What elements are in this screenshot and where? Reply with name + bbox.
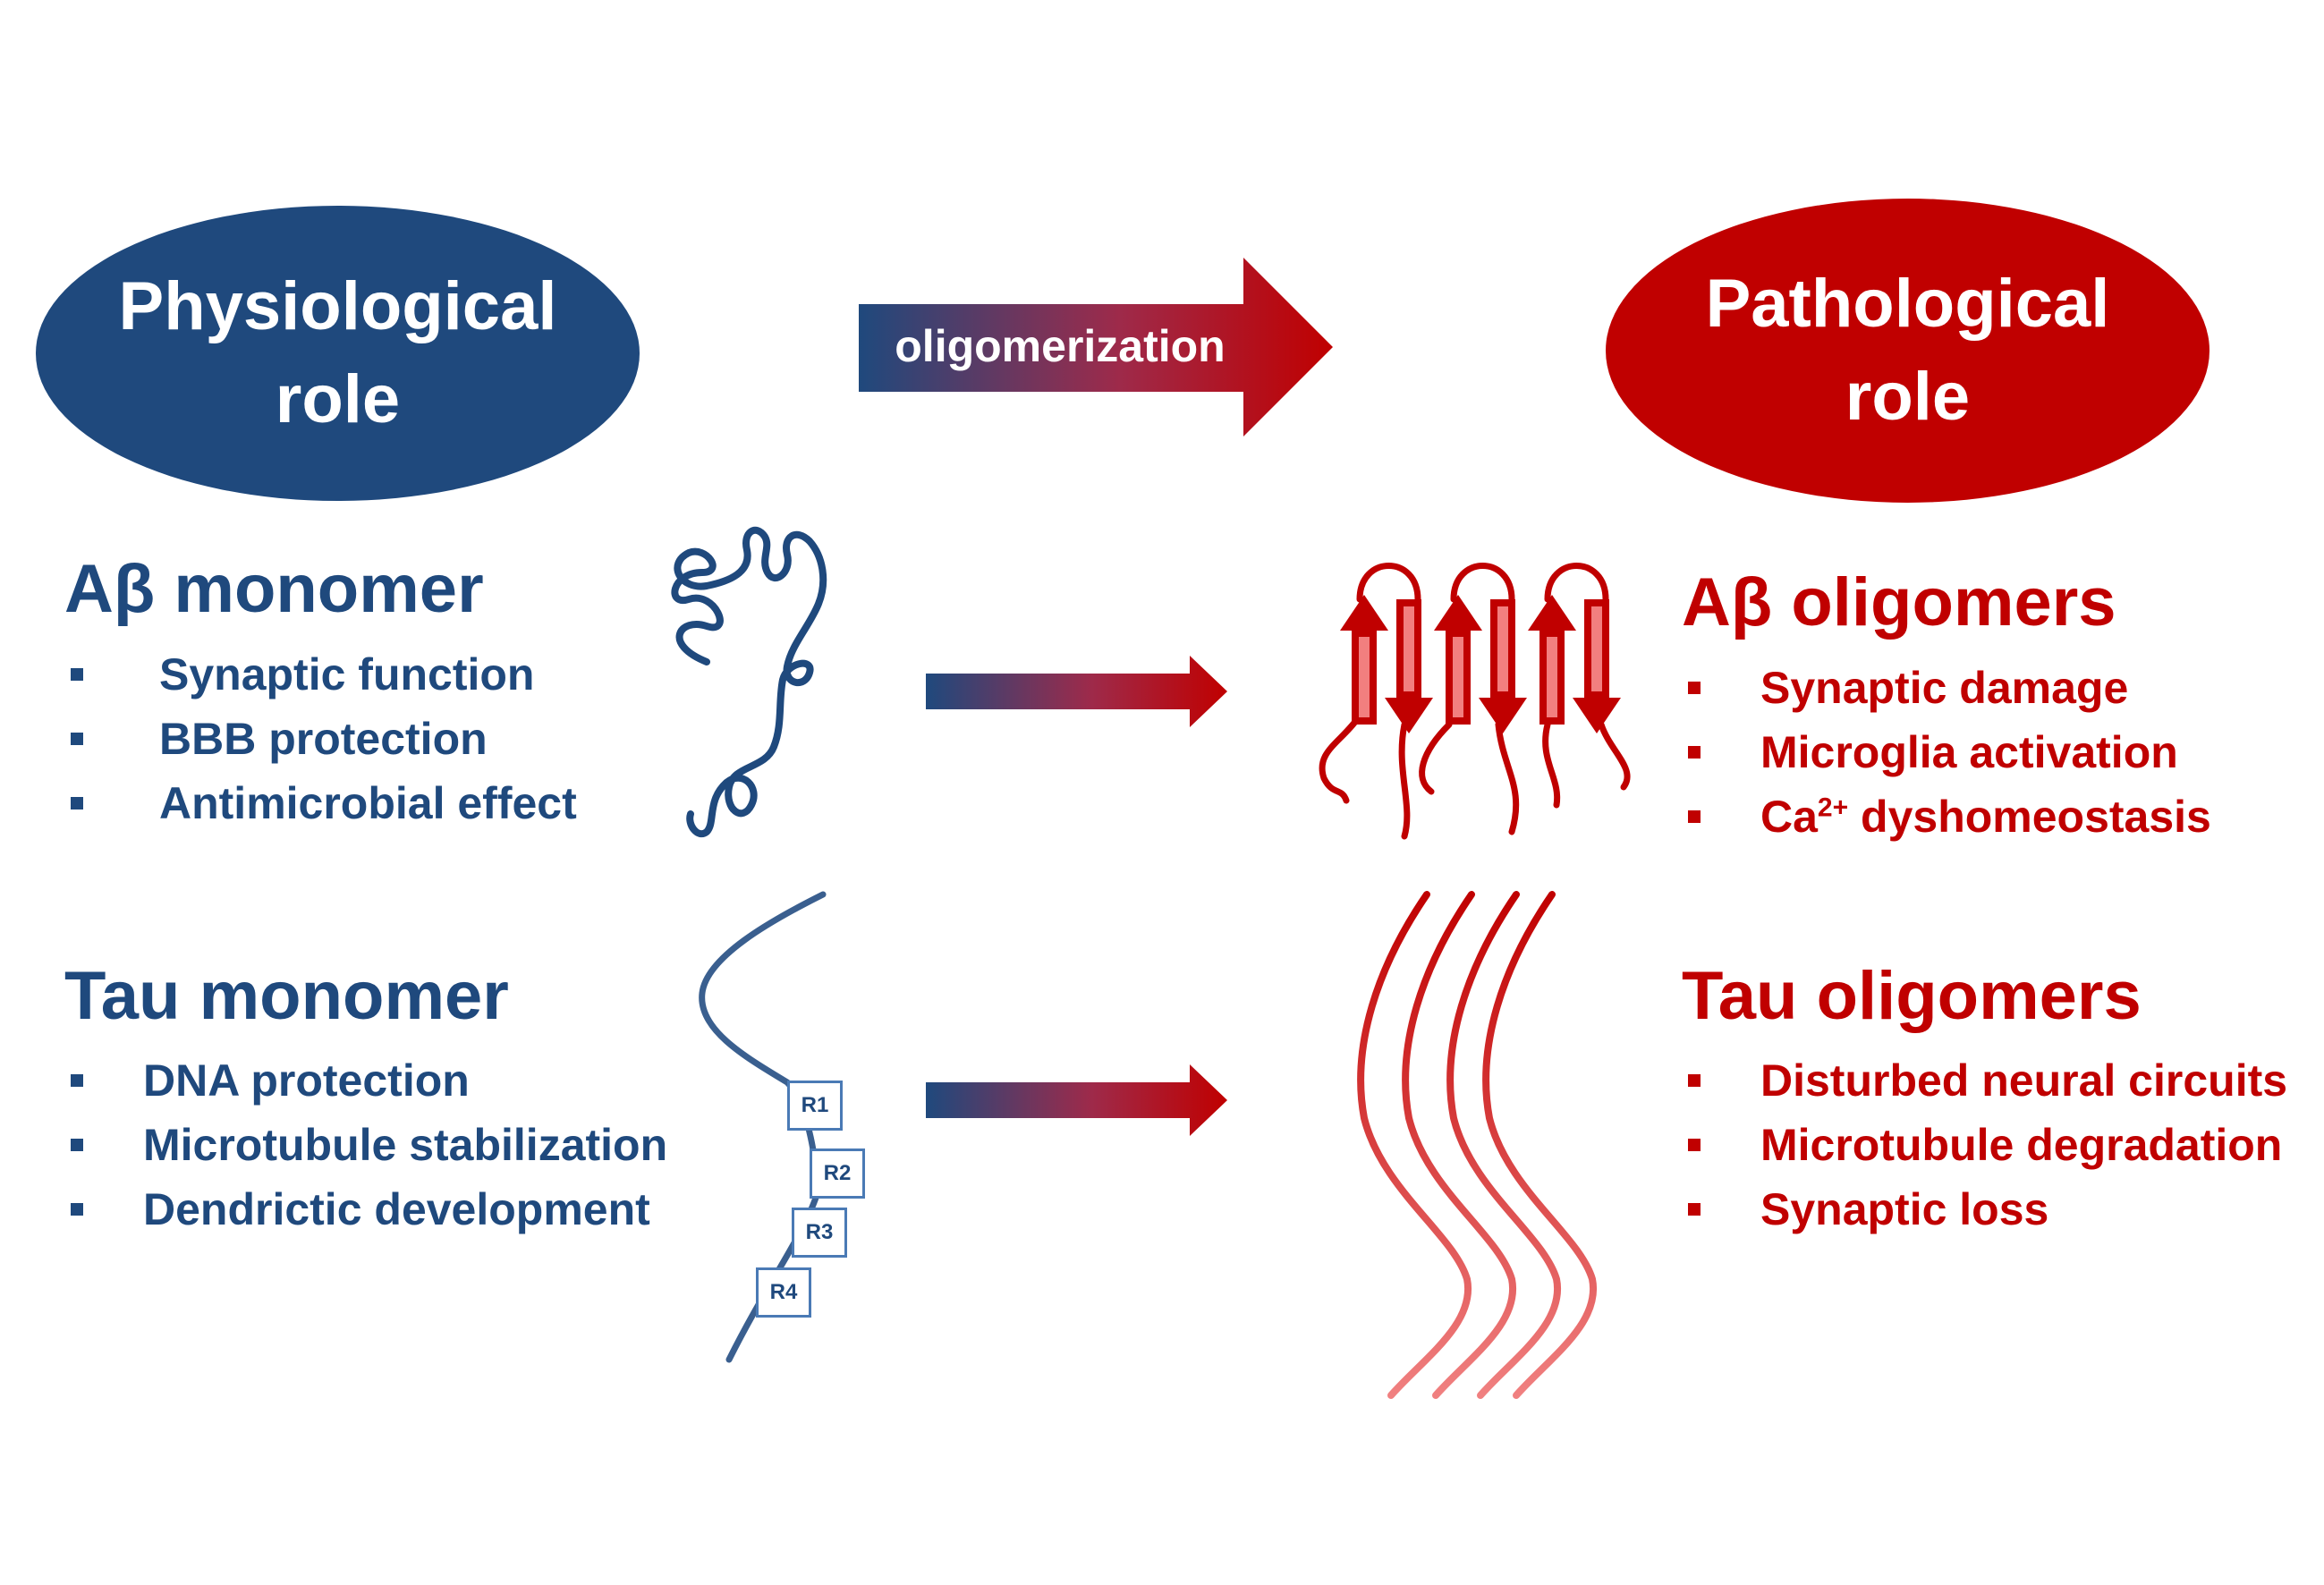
pathological-title-line2: role [1845,359,1971,435]
tau-repeat-label: R1 [801,1093,829,1117]
tau-monomer-heading: Tau monomer [64,958,509,1034]
list-item-label: Synaptic loss [1760,1184,2049,1234]
abeta-oligomers-heading: Aβ oligomers [1682,564,2116,640]
list-item-label: DNA protection [143,1055,470,1106]
random-coil-icon [671,526,827,837]
calcium-charge: 2+ [1817,792,1849,823]
bullet-icon [71,1203,83,1216]
tau-repeat-box: R4 [756,1267,811,1318]
abeta-monomer-list: Synaptic function BBB protection Antimic… [67,642,577,835]
bullet-icon [1688,1139,1701,1151]
list-item: Synaptic function [67,642,577,707]
list-item-label: Synaptic damage [1760,663,2129,713]
list-item-label: Microglia activation [1760,727,2178,777]
tau-repeat-label: R4 [769,1280,798,1304]
tau-repeat-box: R1 [787,1081,843,1131]
list-item: Microglia activation [1686,720,2211,784]
list-item: Ca2+ dyshomeostasis [1686,784,2211,849]
list-item: Synaptic damage [1686,656,2211,720]
oligomerization-arrow [859,258,1333,437]
list-item: Disturbed neural circuits [1686,1048,2287,1113]
bullet-icon [1688,1203,1701,1216]
bullet-icon [71,733,83,745]
list-item: Antimicrobial effect [67,771,577,835]
dyshomeostasis-label: dyshomeostasis [1861,792,2211,842]
bullet-icon [71,797,83,809]
list-item-label: Synaptic function [159,649,535,699]
list-item-label: Disturbed neural circuits [1760,1055,2288,1106]
list-item-label: Microtubule degradation [1760,1120,2283,1170]
list-item: BBB protection [67,707,577,771]
calcium-symbol: Ca [1760,792,1818,842]
tau-repeat-box: R2 [810,1148,865,1199]
list-item: Dendrictic development [67,1177,686,1242]
list-item-label: Dendrictic development [143,1184,650,1234]
bullet-icon [71,1139,83,1151]
abeta-oligomers-list: Synaptic damage Microglia activation Ca2… [1686,656,2211,849]
bullet-icon [1688,682,1701,694]
pathological-role-ellipse: Pathological role [1606,199,2209,503]
abeta-transition-arrow [926,656,1227,727]
bullet-icon [71,1074,83,1087]
bullet-icon [1688,1074,1701,1087]
bullet-icon [1688,810,1701,823]
tau-repeat-box: R3 [792,1208,847,1258]
tau-repeat-label: R2 [823,1161,852,1185]
tau-fibrils-icon [1357,891,1598,1399]
oligomerization-label: oligomerization [895,321,1226,371]
tau-oligomers-heading: Tau oligomers [1682,958,2142,1034]
list-item-label: Ca2+ dyshomeostasis [1760,792,2211,842]
physiological-role-ellipse: Physiological role [36,206,640,501]
tau-repeat-label: R3 [805,1220,834,1244]
list-item: Microtubule degradation [1686,1113,2287,1177]
list-item: Synaptic loss [1686,1177,2287,1242]
list-item-label: BBB protection [159,714,488,764]
physiological-title-line1: Physiological [118,268,557,344]
bullet-icon [71,668,83,681]
pathological-title-line1: Pathological [1705,266,2110,342]
tau-oligomers-list: Disturbed neural circuits Microtubule de… [1686,1048,2287,1242]
beta-sheet-icon [1319,563,1631,840]
tau-transition-arrow [926,1064,1227,1136]
list-item: DNA protection [67,1048,686,1113]
bullet-icon [1688,746,1701,759]
physiological-title-line2: role [275,361,401,437]
list-item-label: Microtubule stabilization [143,1120,668,1170]
list-item-label: Antimicrobial effect [159,778,577,828]
list-item: Microtubule stabilization [67,1113,686,1177]
abeta-monomer-heading: Aβ monomer [64,551,484,627]
tau-monomer-list: DNA protection Microtubule stabilization… [67,1048,686,1242]
